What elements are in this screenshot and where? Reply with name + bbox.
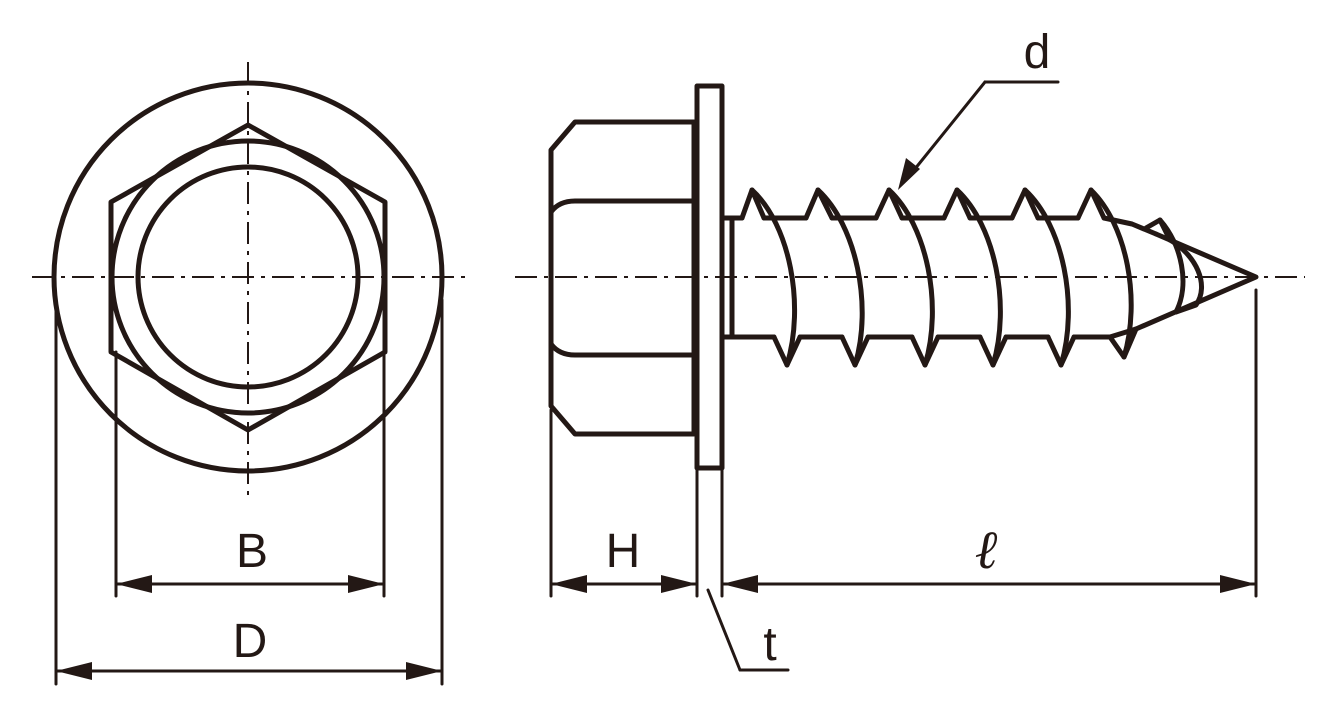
front-view: B D	[32, 62, 470, 686]
d-arrow-left	[56, 662, 92, 680]
tip-thread	[1167, 237, 1204, 315]
thread-crest	[1009, 187, 1041, 221]
hex-face-upper	[548, 198, 697, 215]
d-arrow-right	[406, 662, 442, 680]
shank-root-bottom	[719, 326, 1139, 340]
l-arrow-left	[722, 575, 758, 593]
thread-helix-curve	[749, 187, 798, 368]
hex-head-outline	[108, 122, 388, 433]
thread-helix-curve	[954, 187, 1003, 368]
d-leader-diagonal	[904, 80, 987, 182]
hex-head-side	[548, 119, 697, 437]
h-arrow-right	[661, 575, 697, 593]
b-arrow-left	[116, 575, 152, 593]
t-leader-diagonal	[706, 588, 742, 672]
thread-helix	[749, 187, 1186, 368]
dimension-label-d: D	[233, 615, 268, 668]
dimension-label-b: B	[236, 525, 268, 578]
thread-crest	[941, 187, 973, 221]
thread-helix-curve	[1157, 217, 1186, 315]
thread-helix-curve	[886, 187, 935, 368]
shank-root-top	[719, 215, 1159, 237]
thread-helix-curve	[1022, 187, 1071, 368]
side-view: d H t ℓ	[515, 26, 1305, 672]
thread-crest	[873, 187, 905, 221]
screw-tip	[1133, 231, 1259, 332]
bearing-face-circle	[135, 164, 361, 390]
thread-helix-curve	[815, 187, 865, 368]
hex-inscribed-circle	[109, 138, 387, 416]
b-arrow-right	[348, 575, 384, 593]
thread-helix-curve	[1088, 187, 1134, 360]
dimension-label-t: t	[763, 618, 776, 671]
h-arrow-left	[551, 575, 587, 593]
hex-face-lower	[548, 341, 697, 358]
washer-flange	[694, 83, 725, 471]
l-arrow-right	[1220, 575, 1256, 593]
flange-outer-circle	[51, 80, 445, 474]
dimension-label-h: H	[606, 525, 641, 578]
dimension-label-d-thread: d	[1024, 26, 1051, 79]
dimension-label-l: ℓ	[975, 520, 998, 580]
d-leader-arrow	[898, 158, 920, 190]
